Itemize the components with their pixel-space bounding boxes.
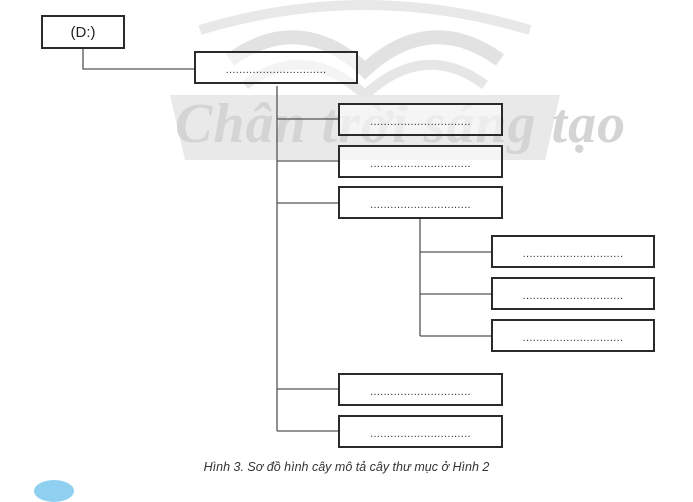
level1-folder-placeholder: .............................. — [225, 64, 327, 76]
level3-folder-placeholder-3: .............................. — [522, 332, 624, 344]
level2-folder-box-2[interactable]: .............................. — [338, 145, 503, 178]
level2-folder-box-1[interactable]: .............................. — [338, 103, 503, 136]
level3-folder-box-1[interactable]: .............................. — [491, 235, 655, 268]
level2-folder-placeholder-3: .............................. — [370, 199, 471, 211]
level2-folder-box-4[interactable]: .............................. — [338, 373, 503, 406]
level3-folder-placeholder-1: .............................. — [522, 248, 624, 260]
figure-caption: Hình 3. Sơ đồ hình cây mô tả cây thư mục… — [203, 460, 490, 474]
level3-folder-box-3[interactable]: .............................. — [491, 319, 655, 352]
level2-folder-placeholder-2: .............................. — [370, 158, 471, 170]
level2-folder-box-5[interactable]: .............................. — [338, 415, 503, 448]
decorative-blue-shape — [34, 480, 74, 502]
level2-folder-box-3[interactable]: .............................. — [338, 186, 503, 219]
root-drive-label: (D:) — [70, 23, 96, 41]
root-drive-box: (D:) — [41, 15, 125, 49]
level2-folder-placeholder-1: .............................. — [370, 116, 471, 128]
level2-folder-placeholder-5: .............................. — [370, 428, 471, 440]
level3-folder-box-2[interactable]: .............................. — [491, 277, 655, 310]
connector-root-to-level1 — [82, 48, 194, 70]
level1-folder-box[interactable]: .............................. — [194, 51, 358, 84]
tree-connectors — [82, 48, 491, 432]
level2-folder-placeholder-4: .............................. — [370, 386, 471, 398]
level3-folder-placeholder-2: .............................. — [522, 290, 624, 302]
